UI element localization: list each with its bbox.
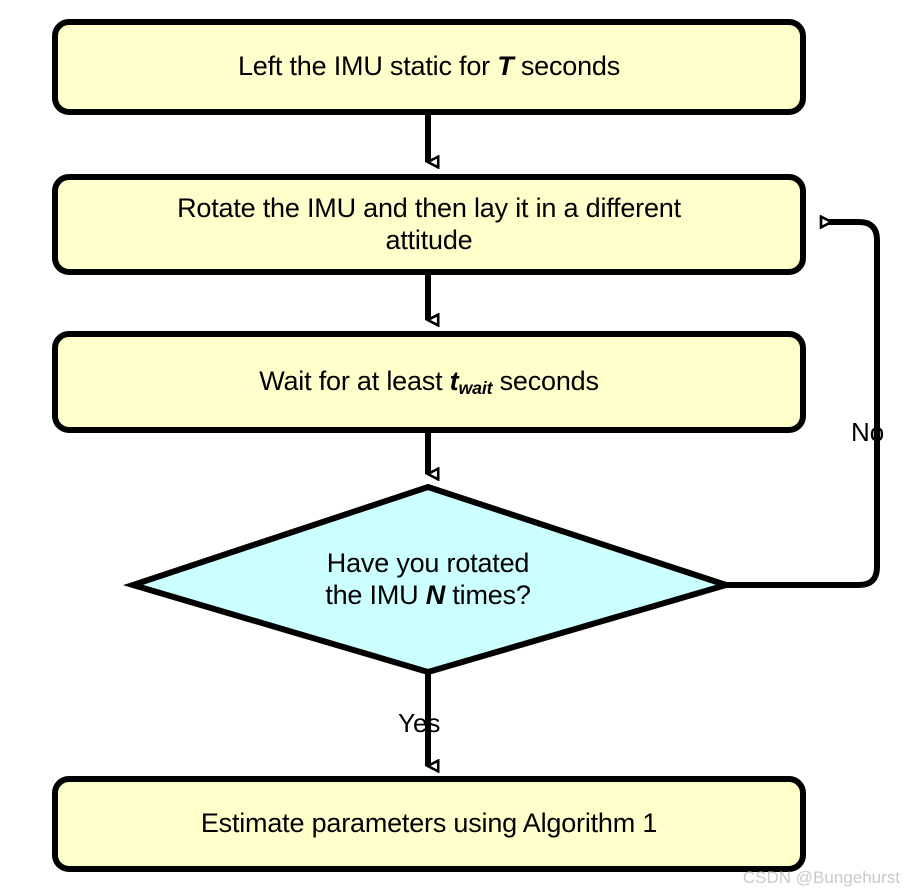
- edge-label-yes-text: Yes: [398, 708, 441, 738]
- edge-label-yes: Yes: [398, 708, 440, 739]
- edge-n4-to-n2-no: [726, 222, 880, 588]
- node-box-estimate-parameters[interactable]: [52, 776, 806, 872]
- node-box-wait[interactable]: [52, 331, 806, 433]
- node-diamond-rotated-n-times[interactable]: [122, 483, 737, 676]
- watermark: CSDN @Bungehurst: [743, 868, 900, 888]
- node-box-left-imu-static[interactable]: [52, 19, 806, 115]
- node-box-rotate-imu[interactable]: [52, 174, 806, 275]
- edge-label-no-text: No: [851, 417, 885, 447]
- edge-label-no: No: [851, 417, 884, 448]
- watermark-text: CSDN @Bungehurst: [742, 868, 900, 887]
